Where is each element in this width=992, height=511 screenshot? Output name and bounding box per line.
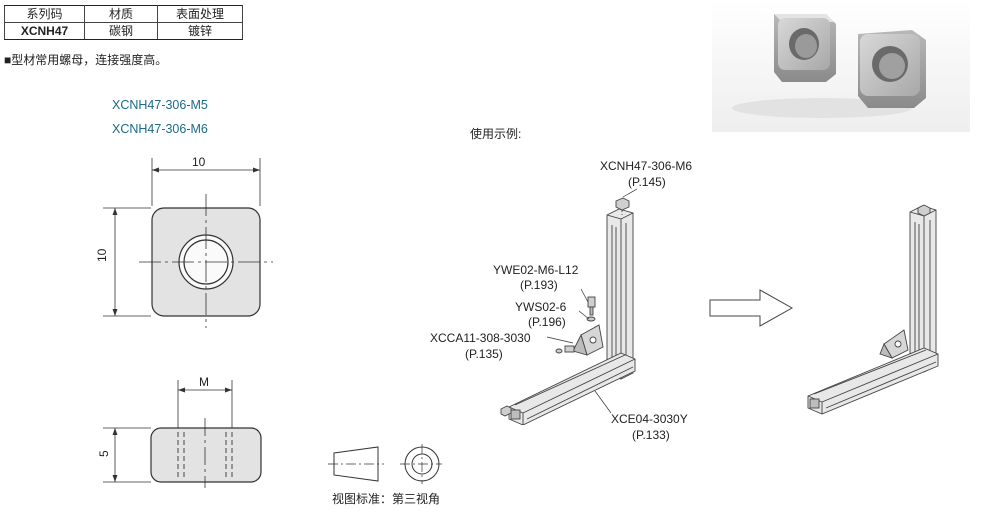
spec-cell-material: 碳钢 [84,22,158,40]
spec-header-material: 材质 [84,5,158,23]
product-photo [712,0,970,132]
usage-title: 使用示例: [470,127,522,141]
callout-profile-page: (P.133) [632,428,670,442]
callout-bracket-page: (P.135) [465,347,503,361]
dim-height-label: 10 [95,248,109,262]
product-note: ■型材常用螺母，连接强度高。 [4,53,168,67]
spec-cell-series: XCNH47 [4,22,85,40]
callout-nut-part: XCNH47-306-M6 [600,159,693,173]
callout-bolt-page: (P.193) [520,278,558,292]
spec-table: 系列码 材质 表面处理 XCNH47 碳钢 镀锌 [4,5,243,40]
dim-width-label: 10 [192,155,206,169]
callout-washer-page: (P.196) [528,315,566,329]
spec-cell-surface: 镀锌 [157,22,243,40]
spec-table-header-row: 系列码 材质 表面处理 [4,5,243,23]
projection-symbol [328,444,442,484]
front-view-drawing [103,158,273,328]
spec-header-surface: 表面处理 [157,5,243,23]
dim-thickness-label: 5 [97,450,111,457]
nut-photo-right [858,30,926,108]
part-number-m5: XCNH47-306-M5 [112,98,208,112]
nut-photo-left [774,14,836,82]
callout-profile-part: XCE04-3030Y [611,412,688,426]
spec-table-row: XCNH47 碳钢 镀锌 [4,22,243,40]
projection-label: 视图标准：第三视角 [332,492,441,506]
exploded-assembly-drawing [500,188,638,425]
arrow-right-icon [709,289,794,327]
callout-washer-part: YWS02-6 [515,300,567,314]
part-number-m6: XCNH47-306-M6 [112,122,208,136]
side-view-drawing [103,380,262,488]
dim-thread-label: M [199,375,209,389]
assembled-drawing [807,204,939,415]
spec-header-series: 系列码 [4,5,85,23]
callout-bracket-part: XCCA11-308-3030 [430,331,531,345]
callout-bolt-part: YWE02-M6-L12 [493,263,579,277]
callout-nut-page: (P.145) [628,175,666,189]
